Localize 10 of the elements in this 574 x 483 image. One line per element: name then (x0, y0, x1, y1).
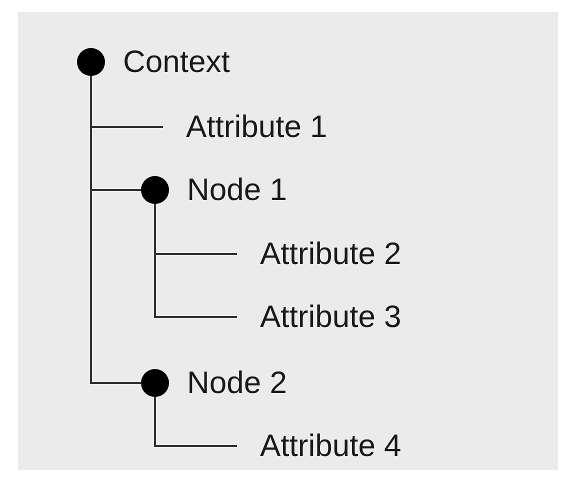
tree-label: Attribute 4 (260, 428, 402, 463)
tree-label: Attribute 2 (260, 236, 402, 271)
tree-label: Node 1 (187, 172, 287, 208)
tree-label: Attribute 3 (260, 299, 402, 334)
tree-connector (154, 204, 237, 318)
tree-label: Context (123, 44, 230, 80)
tree-connector (90, 76, 141, 384)
tree-connector (154, 397, 237, 447)
tree-label: Node 2 (187, 365, 287, 401)
tree-label: Attribute 1 (186, 109, 328, 144)
